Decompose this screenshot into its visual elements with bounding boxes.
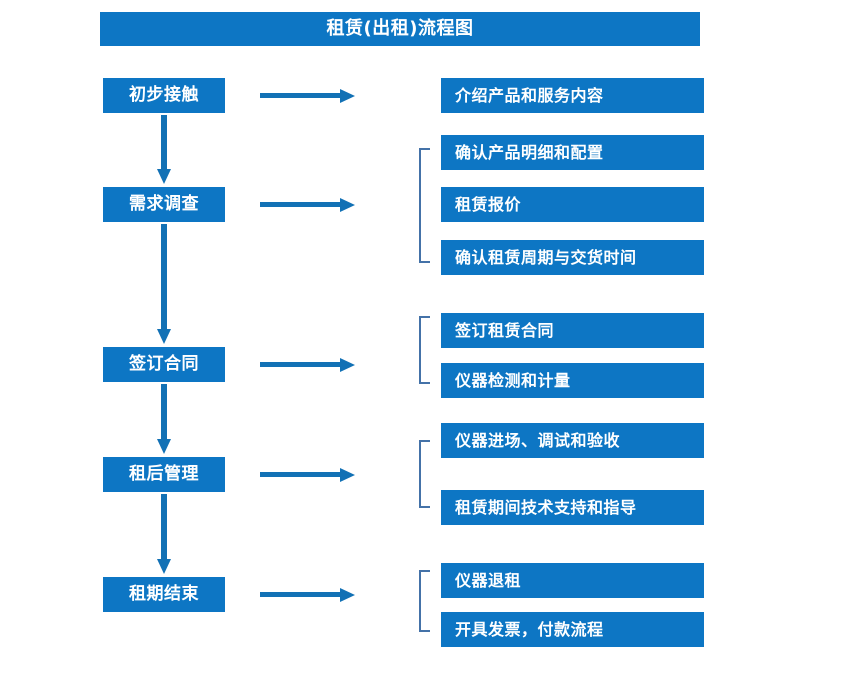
horizontal-arrow-icon-4 — [260, 468, 356, 482]
stage-box-1[interactable]: 初步接触 — [103, 78, 225, 113]
detail-box-g2-2[interactable]: 租赁报价 — [441, 187, 704, 222]
group-bracket-icon-3 — [419, 316, 431, 384]
stage-box-2[interactable]: 需求调查 — [103, 187, 225, 222]
vertical-arrow-icon-1 — [157, 115, 171, 185]
group-bracket-icon-2 — [419, 148, 431, 263]
horizontal-arrow-icon-1 — [260, 89, 356, 103]
stage-box-4[interactable]: 租后管理 — [103, 457, 225, 492]
detail-box-g2-1[interactable]: 确认产品明细和配置 — [441, 135, 704, 170]
horizontal-arrow-icon-2 — [260, 198, 356, 212]
vertical-arrow-icon-3 — [157, 384, 171, 455]
stage-box-3[interactable]: 签订合同 — [103, 347, 225, 382]
horizontal-arrow-icon-5 — [260, 588, 356, 602]
detail-box-g1-1[interactable]: 介绍产品和服务内容 — [441, 78, 704, 113]
detail-box-g4-1[interactable]: 仪器进场、调试和验收 — [441, 423, 704, 458]
detail-box-g2-3[interactable]: 确认租赁周期与交货时间 — [441, 240, 704, 275]
detail-box-g5-2[interactable]: 开具发票，付款流程 — [441, 612, 704, 647]
page-title: 租赁(出租)流程图 — [100, 12, 700, 46]
stage-box-5[interactable]: 租期结束 — [103, 577, 225, 612]
detail-box-g3-1[interactable]: 签订租赁合同 — [441, 313, 704, 348]
vertical-arrow-icon-2 — [157, 224, 171, 345]
group-bracket-icon-5 — [419, 570, 431, 632]
detail-box-g3-2[interactable]: 仪器检测和计量 — [441, 363, 704, 398]
detail-box-g4-2[interactable]: 租赁期间技术支持和指导 — [441, 490, 704, 525]
horizontal-arrow-icon-3 — [260, 358, 356, 372]
vertical-arrow-icon-4 — [157, 494, 171, 575]
detail-box-g5-1[interactable]: 仪器退租 — [441, 563, 704, 598]
group-bracket-icon-4 — [419, 440, 431, 508]
